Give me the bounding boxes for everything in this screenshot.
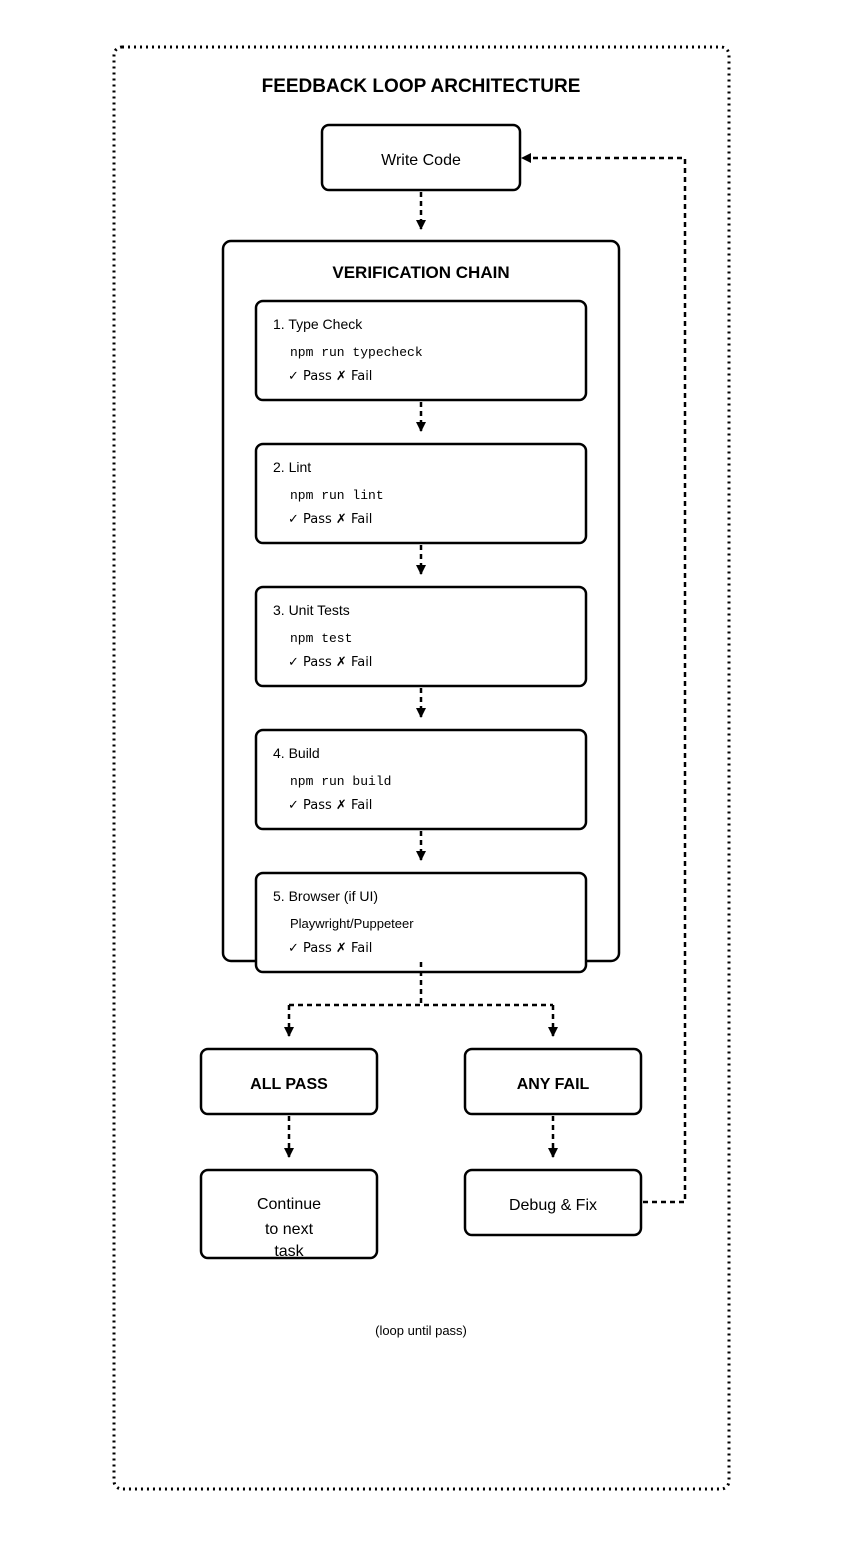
step-status: ✓ Pass ✗ Fail xyxy=(288,655,372,670)
step-unit-tests: 3. Unit Tests npm test ✓ Pass ✗ Fail xyxy=(254,585,588,688)
step-label: 4. Build xyxy=(273,745,320,761)
step-lint: 2. Lint npm run lint ✓ Pass ✗ Fail xyxy=(254,442,588,545)
all-pass-label: ALL PASS xyxy=(250,1076,328,1093)
step-command: Playwright/Puppeteer xyxy=(290,916,414,931)
continue-label-line2: to next xyxy=(265,1221,314,1238)
step-status: ✓ Pass ✗ Fail xyxy=(288,941,372,956)
write-code-box xyxy=(320,123,522,192)
continue-label-line3: task xyxy=(274,1243,304,1260)
step-browser: 5. Browser (if UI) Playwright/Puppeteer … xyxy=(254,871,588,974)
any-fail-label: ANY FAIL xyxy=(517,1076,590,1093)
step-command: npm run typecheck xyxy=(290,345,423,360)
loop-back-arrow xyxy=(521,153,687,1204)
step-label: 5. Browser (if UI) xyxy=(273,888,378,904)
step-build: 4. Build npm run build ✓ Pass ✗ Fail xyxy=(254,728,588,831)
debug-fix-label: Debug & Fix xyxy=(509,1197,597,1214)
step-box xyxy=(254,728,588,831)
step-box xyxy=(254,585,588,688)
step-box xyxy=(254,299,588,402)
any-fail-box xyxy=(463,1047,643,1116)
step-status: ✓ Pass ✗ Fail xyxy=(288,512,372,527)
continue-box xyxy=(199,1168,379,1260)
debug-fix-box xyxy=(463,1168,643,1237)
step-label: 1. Type Check xyxy=(273,316,363,332)
diagram-title: FEEDBACK LOOP ARCHITECTURE xyxy=(262,76,581,97)
step-box xyxy=(254,442,588,545)
step-command: npm run lint xyxy=(290,488,384,503)
step-status: ✓ Pass ✗ Fail xyxy=(288,369,372,384)
all-pass-box xyxy=(199,1047,379,1116)
verification-chain-title: VERIFICATION CHAIN xyxy=(332,263,509,282)
step-command: npm run build xyxy=(290,774,391,789)
step-label: 3. Unit Tests xyxy=(273,602,350,618)
branch-connector xyxy=(289,962,553,1007)
write-code-label: Write Code xyxy=(381,152,461,169)
step-type-check: 1. Type Check npm run typecheck ✓ Pass ✗… xyxy=(254,299,588,402)
step-command: npm test xyxy=(290,631,352,646)
step-status: ✓ Pass ✗ Fail xyxy=(288,798,372,813)
continue-label-line1: Continue xyxy=(257,1196,321,1213)
step-label: 2. Lint xyxy=(273,459,311,475)
loop-note: (loop until pass) xyxy=(375,1323,467,1338)
